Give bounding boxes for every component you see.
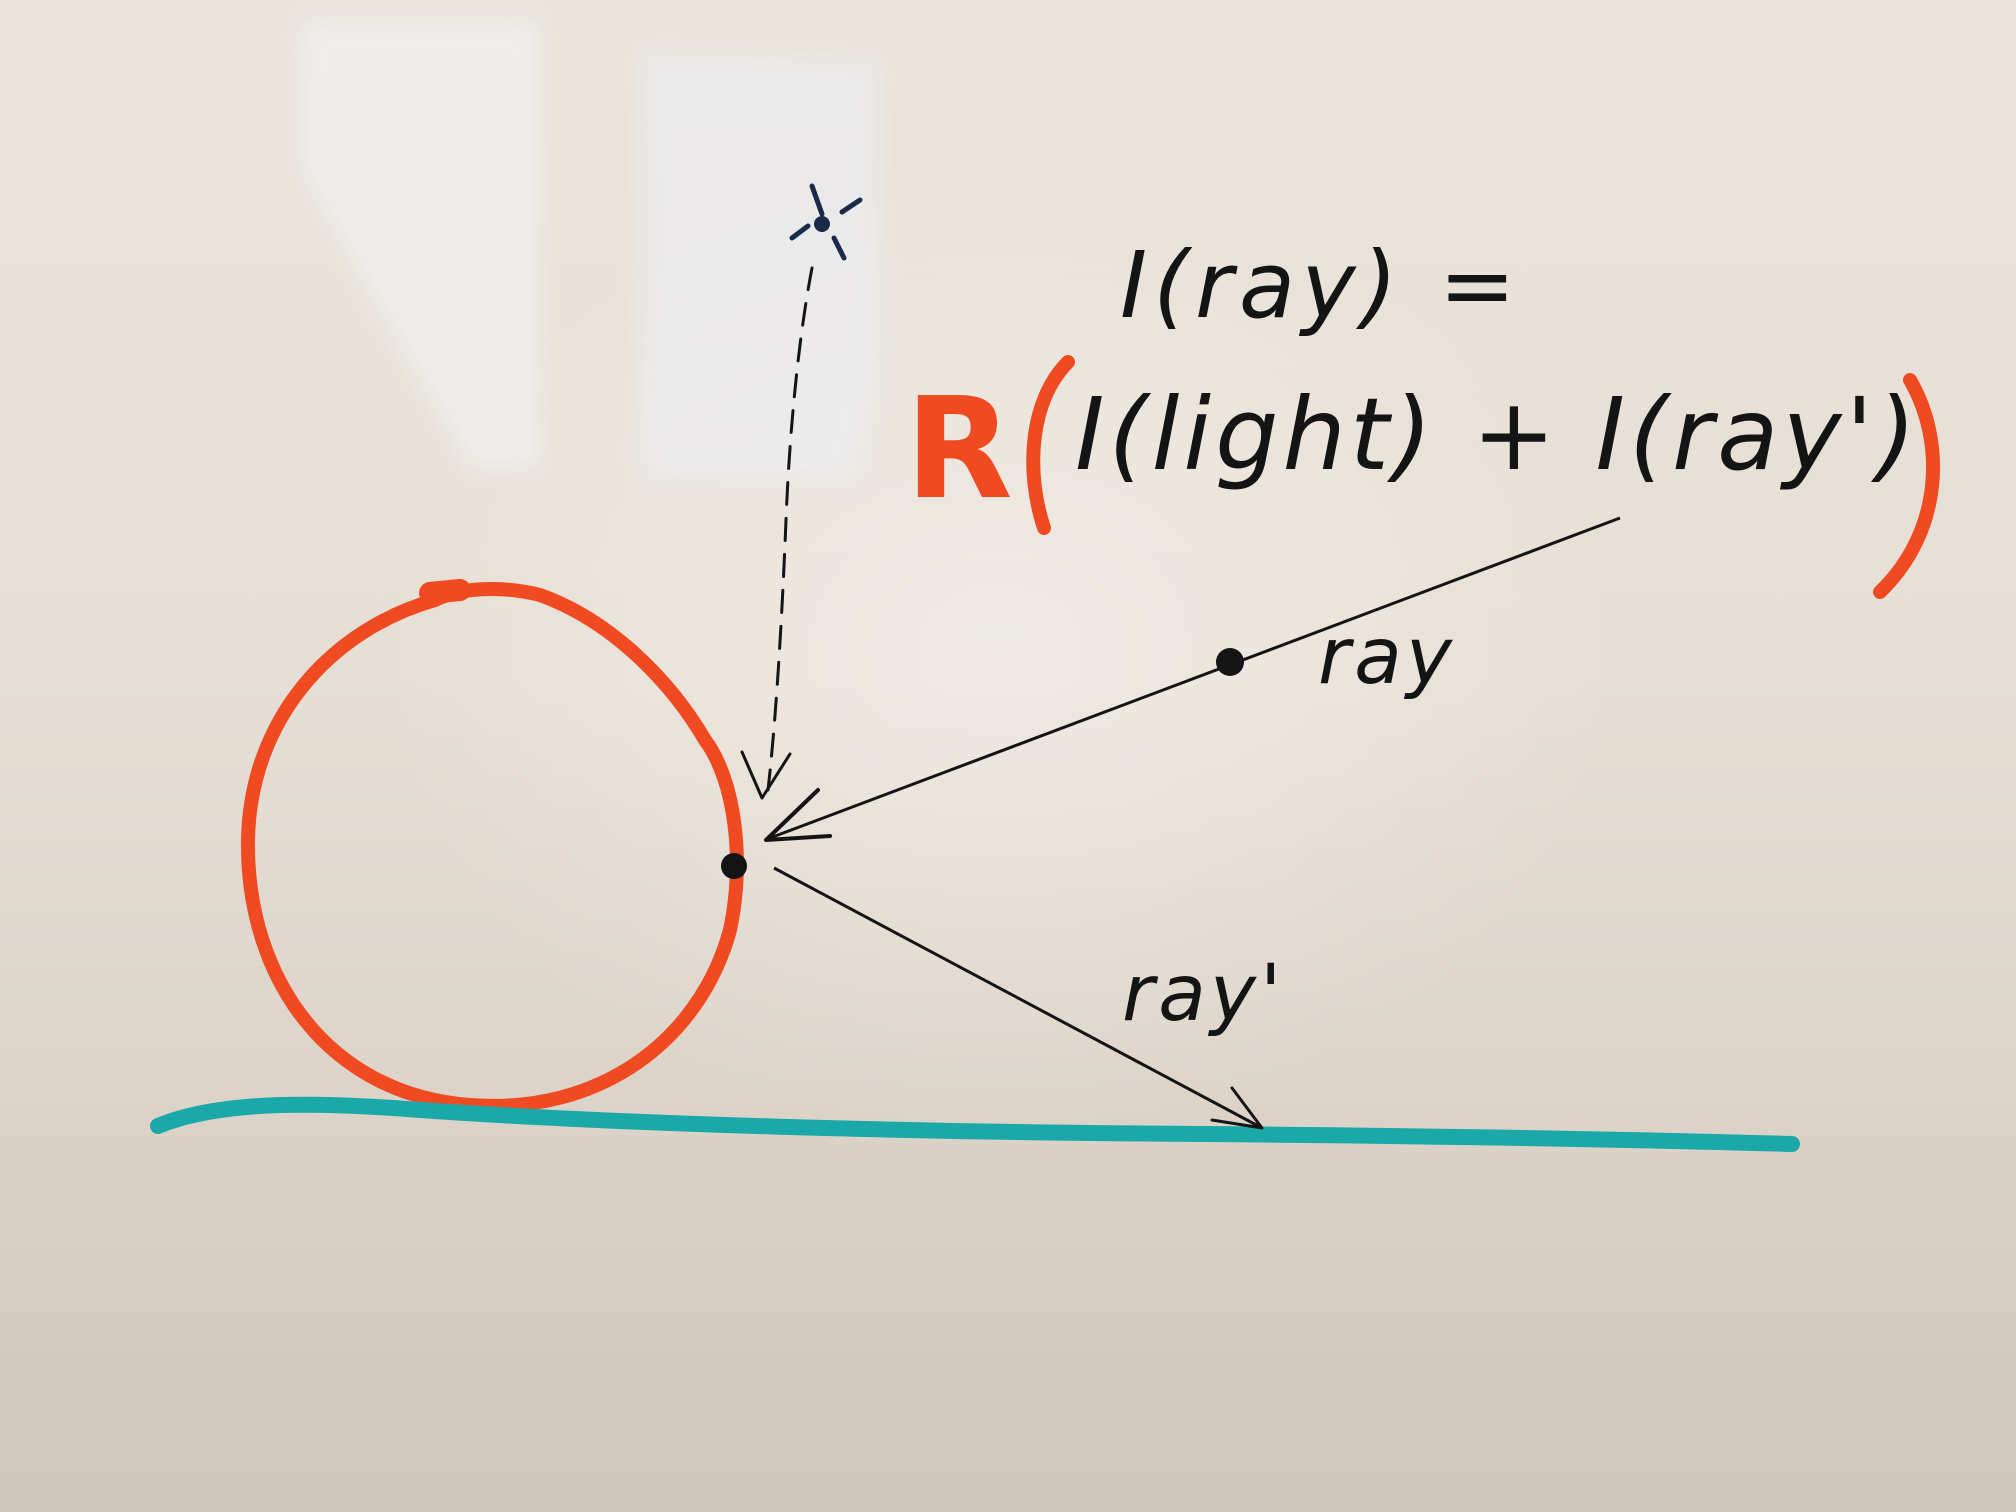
reflected-ray-line bbox=[773, 866, 1263, 1130]
light-source-icon bbox=[789, 183, 863, 261]
sphere-outline bbox=[240, 582, 744, 1113]
equation-rhs: I(light) + I(ray') bbox=[1075, 376, 1921, 493]
ray-sample-point bbox=[1216, 648, 1244, 676]
equation-reflectance-factor: R bbox=[905, 368, 1013, 531]
equation-lhs: I(ray) = bbox=[1120, 232, 1522, 339]
reflected-ray-label: ray' bbox=[1122, 949, 1286, 1039]
sphere-marker-start bbox=[419, 579, 471, 604]
equation-open-paren bbox=[1026, 355, 1075, 535]
window-reflection bbox=[300, 20, 880, 480]
equation-close-paren bbox=[1873, 373, 1941, 599]
shadow-ray-dashed bbox=[766, 266, 814, 792]
incoming-ray-label: ray bbox=[1318, 612, 1457, 702]
floor-line bbox=[150, 1096, 1800, 1152]
incoming-ray-line bbox=[769, 516, 1621, 840]
shadow-ray-arrowhead bbox=[740, 750, 792, 800]
hit-point bbox=[721, 853, 747, 879]
reflected-ray-arrowhead bbox=[1210, 1086, 1264, 1130]
incoming-ray-arrowhead bbox=[764, 788, 832, 842]
